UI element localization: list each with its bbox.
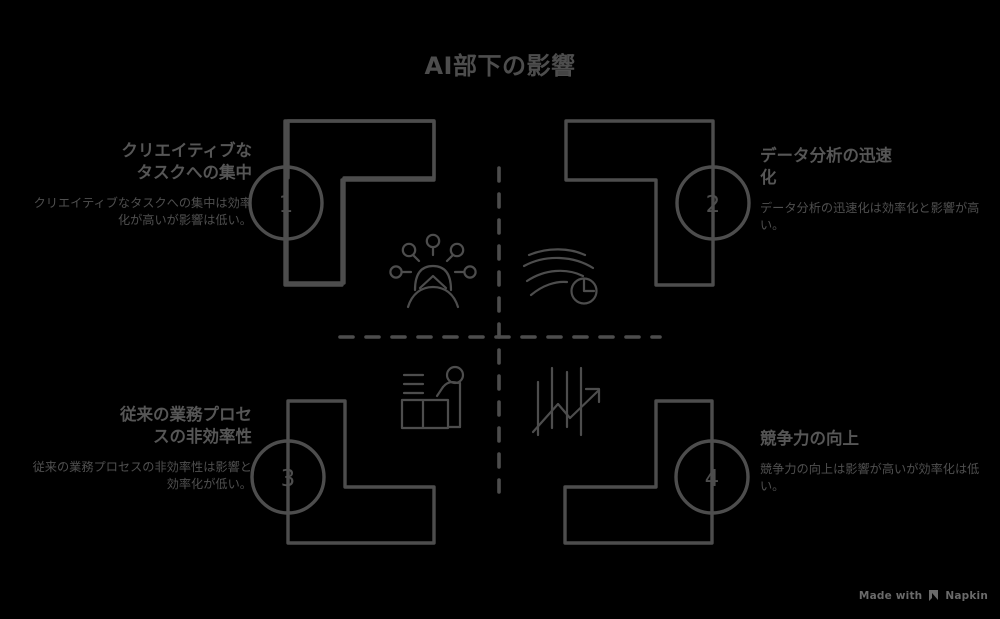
idea-person-icon xyxy=(389,233,477,309)
quadrant-2-circle xyxy=(675,165,751,241)
quadrant-3-number: 3 xyxy=(281,466,296,492)
quadrant-2-number: 2 xyxy=(706,192,721,218)
quadrant-3-title-line2: スの非効率性 xyxy=(153,426,252,446)
quadrant-3-body: 従来の業務プロセスの非効率性は影響と効率化が低い。 xyxy=(32,459,252,491)
speed-clock-icon xyxy=(522,248,598,305)
quadrant-1-number: 1 xyxy=(279,192,294,218)
quadrant-1-shape xyxy=(285,119,436,285)
quadrant-4-title: 競争力の向上 xyxy=(760,429,859,448)
quadrant-2-label: データ分析の迅速 化 データ分析の迅速化は効率化と影響が高い。 xyxy=(760,145,990,234)
quadrant-2-title-line1: データ分析の迅速 xyxy=(760,146,892,165)
napkin-brand-label: Napkin xyxy=(945,589,988,602)
quadrant-1-title-line1: クリエイティブな xyxy=(121,141,252,160)
quadrant-4-body: 競争力の向上は影響が高いが効率化は低い。 xyxy=(760,461,980,494)
quadrant-2-title: データ分析の迅速 化 xyxy=(760,145,990,189)
quadrant-4-bracket xyxy=(563,399,714,545)
quadrant-1-label: クリエイティブな タスクへの集中 クリエイティブなタスクへの集中は効率化が高いが… xyxy=(22,140,252,229)
desk-worker-icon xyxy=(400,365,465,430)
quadrant-3-circle xyxy=(250,439,326,515)
quadrant-3-label: 従来の業務プロセ スの非効率性 従来の業務プロセスの非効率性は影響と効率化が低い… xyxy=(22,404,252,493)
quadrant-1-body: クリエイティブなタスクへの集中は効率化が高いが影響は低い。 xyxy=(33,195,252,227)
quadrant-4-label: 競争力の向上 競争力の向上は影響が高いが効率化は低い。 xyxy=(760,428,990,495)
quadrant-3-bracket xyxy=(286,399,436,545)
made-with-label: Made with xyxy=(858,589,923,602)
quadrant-3-title-line1: 従来の業務プロセ xyxy=(120,405,252,424)
page-title: AI部下の影響 xyxy=(424,52,576,80)
quadrant-2-bracket xyxy=(564,119,715,287)
napkin-logo-icon xyxy=(927,589,940,602)
quadrant-1-title-line2: タスクへの集中 xyxy=(136,162,253,182)
quadrant-1-title: クリエイティブな タスクへの集中 xyxy=(22,140,252,184)
quadrant-4-number: 4 xyxy=(705,466,720,492)
quadrant-1-circle xyxy=(248,165,324,241)
quadrant-2-title-line2: 化 xyxy=(760,167,777,187)
quadrant-3-title: 従来の業務プロセ スの非効率性 xyxy=(22,404,252,448)
growth-chart-icon xyxy=(531,366,601,437)
quadrant-1-bracket xyxy=(283,119,436,287)
quadrant-4-circle xyxy=(674,439,750,515)
napkin-watermark: Made with Napkin xyxy=(859,589,988,602)
quadrant-2-body: データ分析の迅速化は効率化と影響が高い。 xyxy=(760,200,980,232)
